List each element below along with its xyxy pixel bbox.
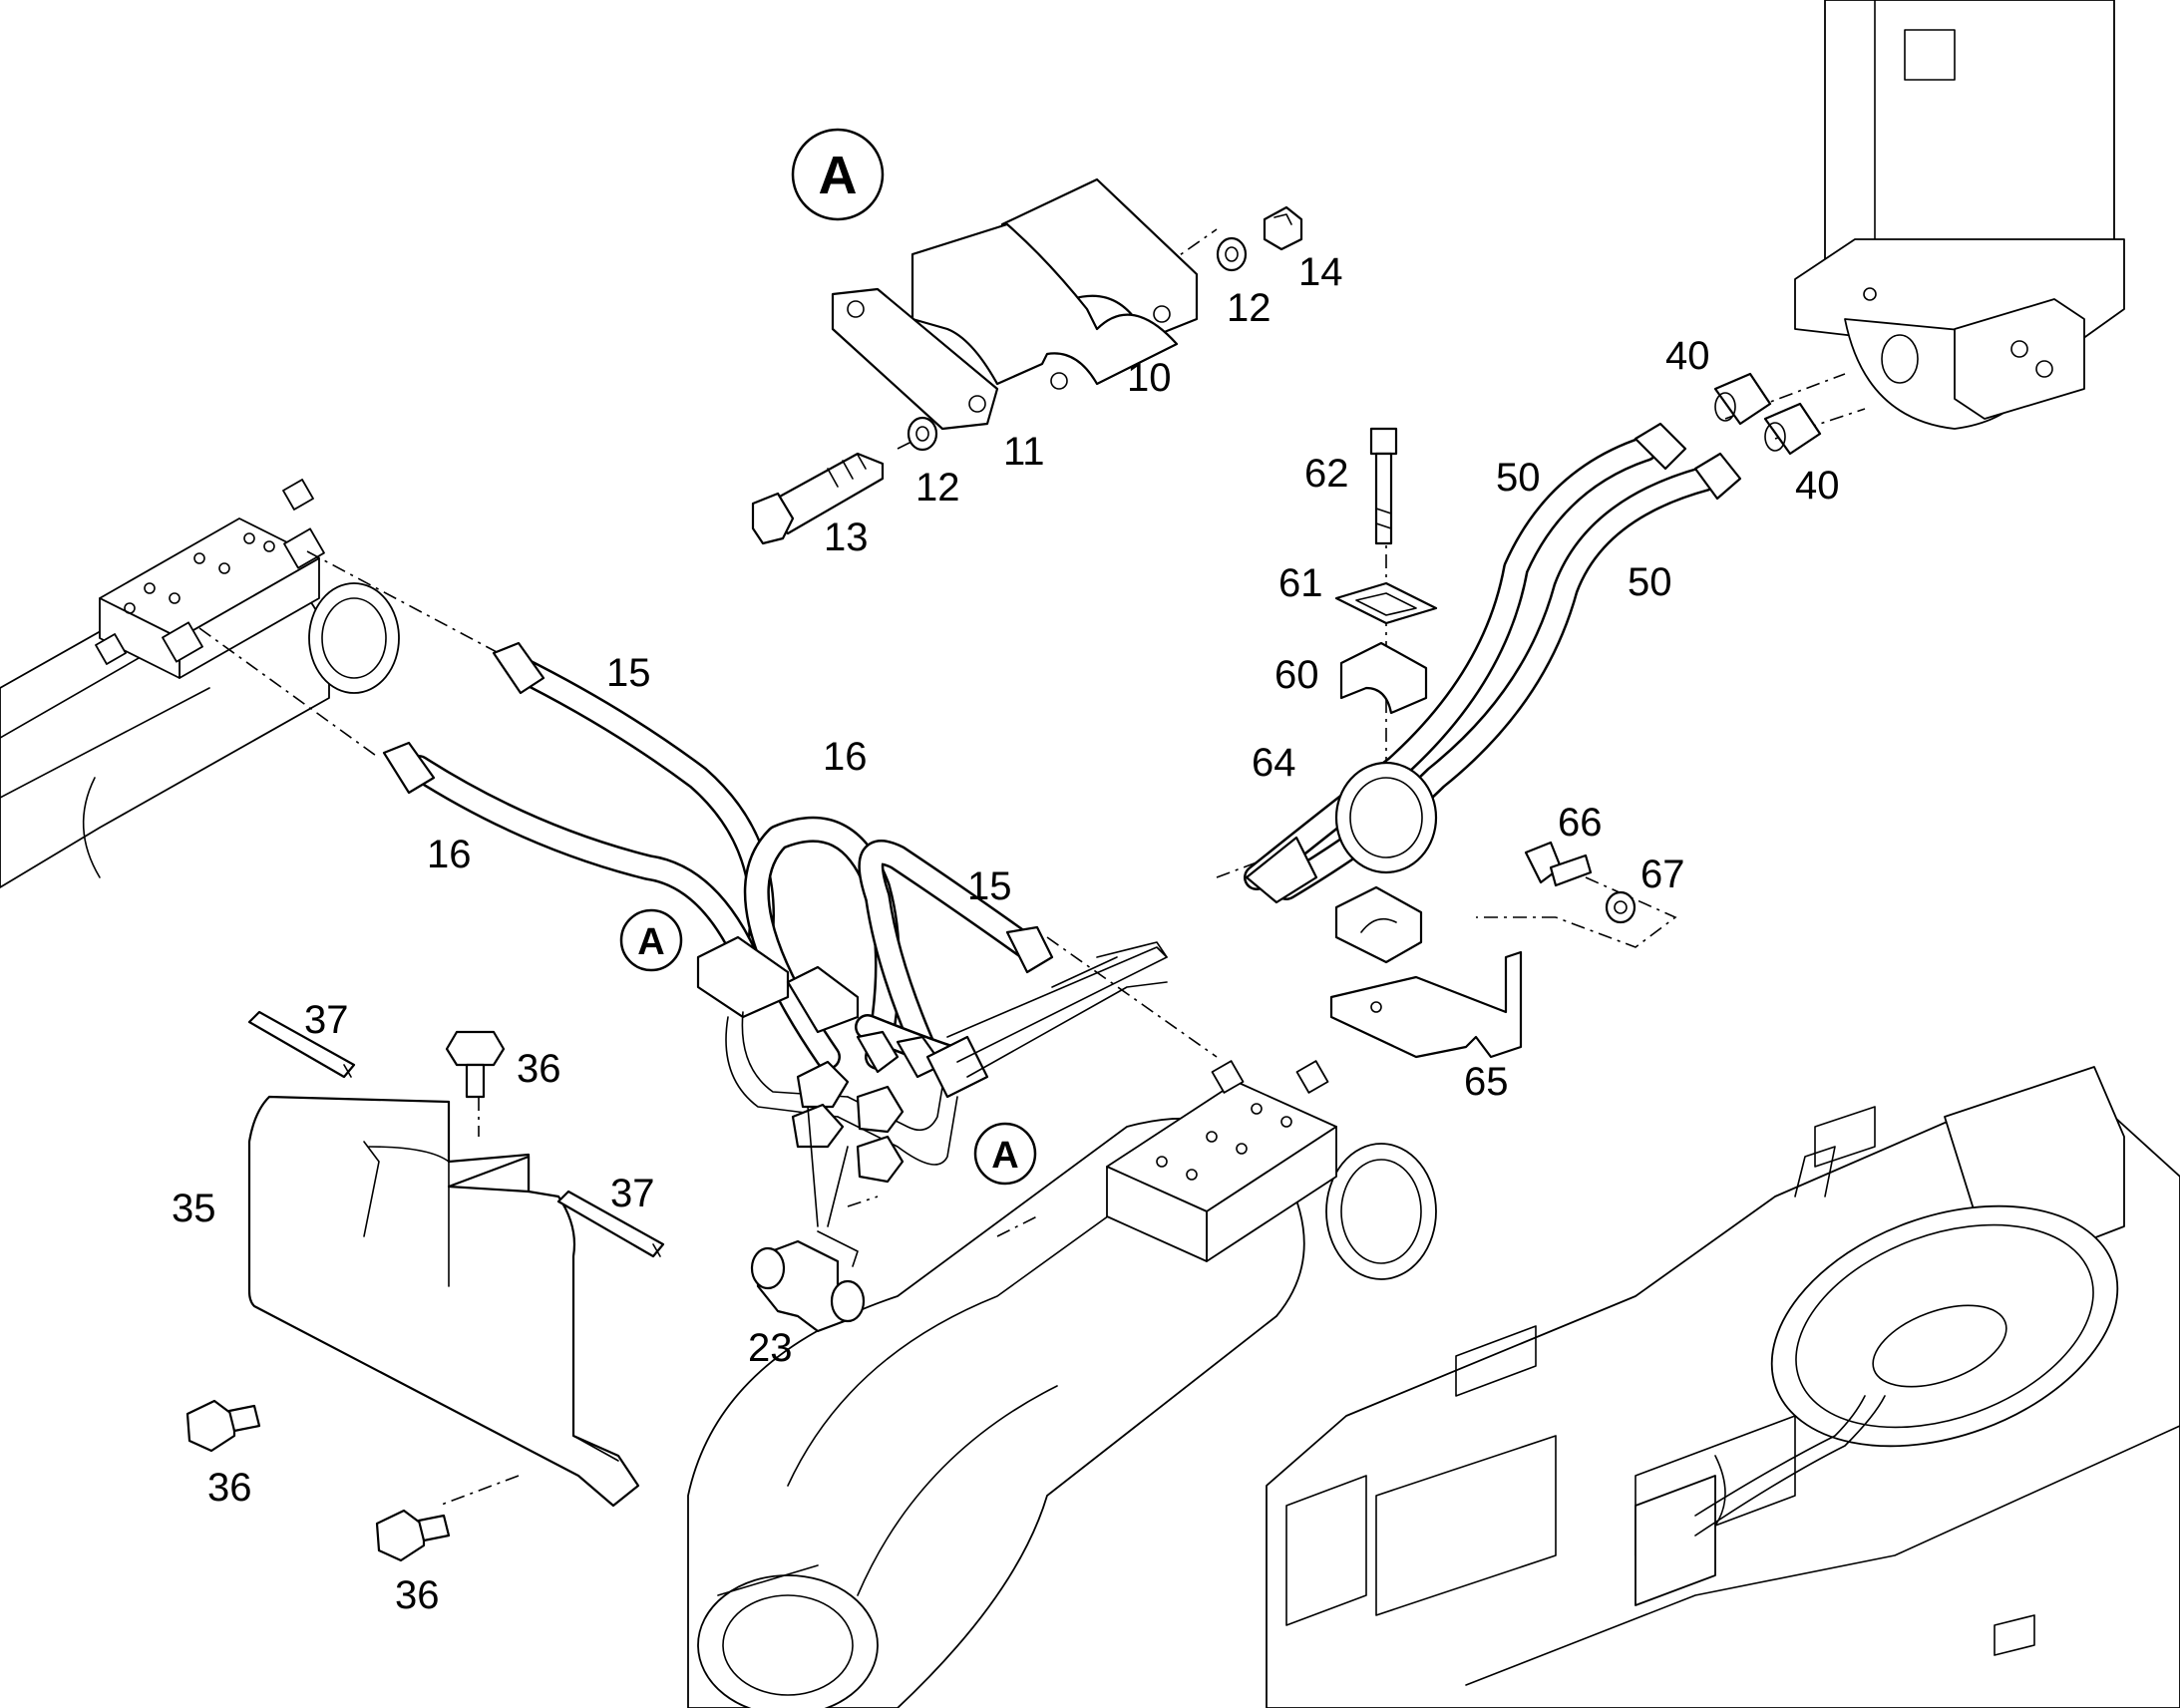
nut-icon: [1263, 205, 1303, 251]
part-label-60: 60: [1274, 653, 1319, 697]
washer-icon: [907, 236, 1248, 452]
bolt-icon: [751, 452, 885, 545]
part-label-36-mid: 36: [207, 1466, 252, 1510]
bracket-65: [1329, 950, 1523, 1059]
part-label-67: 67: [1640, 853, 1685, 896]
svg-text:A: A: [637, 921, 664, 963]
part-label-50-upper: 50: [1496, 456, 1541, 500]
part-label-40-upper: 40: [1665, 334, 1710, 378]
part-label-35: 35: [172, 1187, 216, 1230]
detail-callout-a-upper: A: [619, 908, 683, 972]
part-label-37-upper: 37: [304, 998, 349, 1042]
manifold-block: [696, 935, 1168, 1184]
part-label-13: 13: [824, 515, 869, 559]
detail-a-clamp: [831, 177, 1199, 431]
part-label-15-lower: 15: [967, 864, 1012, 908]
part-label-40-lower: 40: [1795, 464, 1840, 508]
hose-fitting-icon: [382, 641, 1054, 1079]
part-label-65: 65: [1464, 1060, 1509, 1104]
tee-fitting-icon: [750, 1106, 866, 1333]
bolt-36: [185, 1030, 506, 1562]
part-label-36-lower: 36: [395, 1573, 440, 1617]
clamp-half-lower: [910, 222, 1179, 386]
part-label-12-lower: 12: [915, 466, 960, 510]
cover-plate-61: [1334, 581, 1438, 625]
left-cylinder: [0, 479, 400, 888]
part-label-10: 10: [1127, 356, 1172, 400]
adapter-40-icon: [1713, 372, 1822, 456]
part-label-11: 11: [1003, 430, 1045, 474]
bolt-62: [1369, 427, 1398, 545]
undercarriage: [1266, 1066, 2180, 1708]
part-label-14: 14: [1298, 250, 1343, 294]
svg-text:A: A: [991, 1135, 1018, 1177]
part-label-12-upper: 12: [1227, 286, 1272, 330]
svg-text:A: A: [819, 146, 858, 205]
part-label-66: 66: [1558, 801, 1603, 845]
detail-callout-a-title: A: [791, 128, 885, 221]
part-label-64: 64: [1252, 741, 1296, 785]
detail-callout-a-lower: A: [973, 1122, 1037, 1186]
center-cylinder: [687, 1060, 1437, 1708]
part-label-62: 62: [1304, 452, 1349, 496]
part-number-labels: 10 11 12 12 13 14 15 15 16 16 23 35 36 3…: [172, 250, 1840, 1617]
hose-end-fitting-icon: [1634, 422, 1742, 501]
part-label-61: 61: [1278, 561, 1323, 605]
grommet-64: [1334, 761, 1438, 874]
part-label-23: 23: [748, 1326, 793, 1370]
clamp-half-60: [1334, 641, 1428, 964]
part-label-16-upper: 16: [823, 735, 868, 779]
edge-protector-37: [247, 1010, 665, 1258]
hoses-15-16: [406, 655, 1040, 1070]
clamp-plate: [831, 287, 999, 431]
washer-67: [1605, 890, 1636, 924]
part-label-15-upper: 15: [606, 651, 651, 695]
cover-plate-35: [247, 1095, 640, 1508]
part-label-36-upper: 36: [517, 1047, 561, 1091]
part-label-16-lower: 16: [427, 833, 472, 876]
swivel-joint: [1794, 0, 2125, 430]
bolt-66: [1524, 841, 1593, 887]
part-label-37-lower: 37: [610, 1172, 655, 1215]
part-label-50-lower: 50: [1628, 560, 1672, 604]
